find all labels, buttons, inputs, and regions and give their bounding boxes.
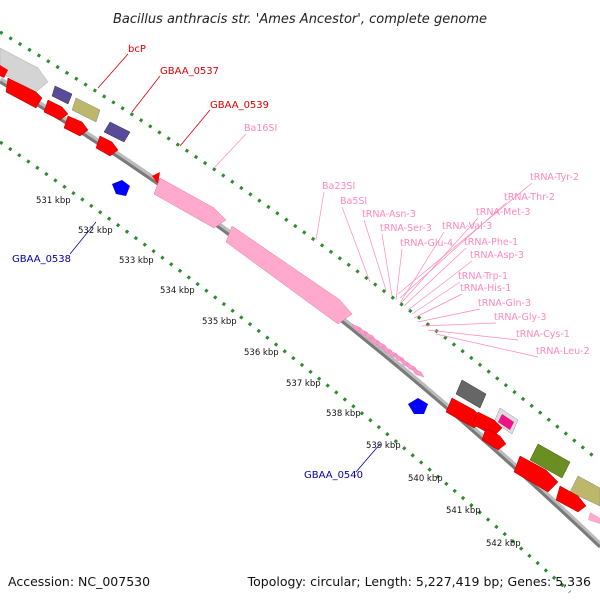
gene-red-feature[interactable] bbox=[5, 77, 43, 109]
rna-leader-line bbox=[381, 233, 393, 297]
red-gene-labels: bcP GBAA_0537 GBAA_0539 bbox=[97, 44, 269, 147]
rna-label: Ba16SI bbox=[244, 123, 277, 134]
rna-leader-line bbox=[397, 182, 533, 295]
rna-leader-line bbox=[363, 219, 387, 291]
accession-text: Accession: NC_007530 bbox=[8, 574, 150, 589]
rna-labels: Ba16SI Ba23SI Ba5SI tRNA-Asn-3 tRNA-Ser-3 tRN… bbox=[213, 123, 590, 358]
rna-label: tRNA-Thr-2 bbox=[504, 192, 555, 203]
gene-olive-feature[interactable] bbox=[569, 475, 600, 507]
gene-red-feature[interactable] bbox=[0, 65, 8, 78]
rna-leader-line bbox=[411, 281, 461, 315]
label-gbaa-0539: GBAA_0539 bbox=[210, 100, 269, 111]
rna-label: tRNA-Leu-2 bbox=[536, 346, 590, 357]
blue-gene-labels: GBAA_0538 GBAA_0540 bbox=[12, 221, 381, 481]
map-title: Bacillus anthracis str. 'Ames Ancestor',… bbox=[113, 12, 487, 27]
scale-label: 531 kbp bbox=[36, 196, 71, 206]
trna-cluster bbox=[351, 323, 425, 378]
gene-grey-feature[interactable] bbox=[0, 47, 49, 93]
rna-leader-line bbox=[435, 333, 539, 358]
rna-leader-line bbox=[403, 247, 467, 307]
gene-magenta-feature[interactable] bbox=[498, 414, 514, 430]
rna-label: tRNA-Val-3 bbox=[442, 221, 492, 232]
rna-label: tRNA-Tyr-2 bbox=[530, 172, 579, 183]
rna-label: tRNA-His-1 bbox=[460, 283, 511, 294]
rna-leader-line bbox=[395, 248, 403, 301]
gene-red-feature[interactable] bbox=[152, 172, 160, 184]
scale-label: 540 kbp bbox=[408, 474, 443, 484]
gene-red-feature[interactable] bbox=[555, 485, 587, 513]
gene-darkgrey-feature[interactable] bbox=[455, 379, 487, 409]
gene-red-feature[interactable] bbox=[513, 455, 559, 493]
rna-leader-line bbox=[427, 329, 519, 341]
rrna-16s-feature[interactable] bbox=[153, 177, 227, 229]
trna-feature[interactable] bbox=[411, 367, 425, 378]
rna-leader-line bbox=[213, 133, 247, 169]
scale-label: 533 kbp bbox=[119, 256, 154, 266]
genome-summary-text: Topology: circular; Length: 5,227,419 bp… bbox=[247, 574, 591, 589]
gene-red-feature[interactable] bbox=[63, 115, 89, 137]
scale-label: 538 kbp bbox=[326, 409, 361, 419]
label-gbaa-0537: GBAA_0537 bbox=[160, 66, 219, 77]
rna-leader-line bbox=[341, 206, 371, 283]
gene-purple-feature[interactable] bbox=[103, 121, 131, 143]
rrna-23s-feature[interactable] bbox=[225, 225, 353, 325]
scale-label: 537 kbp bbox=[286, 379, 321, 389]
scale-label: 539 kbp bbox=[366, 441, 401, 451]
scale-label: 534 kbp bbox=[160, 286, 195, 296]
rna-label: tRNA-Trp-1 bbox=[458, 271, 508, 282]
rna-label: tRNA-Cys-1 bbox=[516, 329, 570, 340]
rna-leader-line bbox=[399, 202, 507, 299]
rna-leader-line bbox=[315, 191, 325, 241]
rna-label: tRNA-Ser-3 bbox=[380, 223, 432, 234]
rna-label: tRNA-Phe-1 bbox=[464, 237, 518, 248]
label-bcp: bcP bbox=[128, 44, 146, 55]
rna-leader-line bbox=[421, 322, 497, 327]
gene-olive-feature[interactable] bbox=[71, 97, 101, 123]
scale-label: 541 kbp bbox=[446, 506, 481, 516]
gene-red-feature[interactable] bbox=[95, 135, 119, 157]
rna-label: Ba5SI bbox=[340, 196, 367, 207]
rna-leader-line bbox=[401, 217, 479, 303]
gene-red-feature[interactable] bbox=[481, 427, 507, 451]
rna-label: tRNA-Gln-3 bbox=[478, 298, 531, 309]
label-gbaa-0538: GBAA_0538 bbox=[12, 254, 71, 265]
rna-label: tRNA-Met-3 bbox=[476, 207, 530, 218]
rna-label: tRNA-Glu-4 bbox=[400, 238, 453, 249]
gene-blue-feature[interactable] bbox=[112, 180, 130, 196]
gene-cluster-right bbox=[445, 379, 600, 524]
rna-leader-line bbox=[413, 293, 463, 319]
rna-leader-line bbox=[407, 260, 473, 311]
gene-cluster-left bbox=[0, 47, 160, 184]
gene-green-feature[interactable] bbox=[529, 443, 571, 479]
scale-label: 535 kbp bbox=[202, 317, 237, 327]
rna-label: Ba23SI bbox=[322, 181, 355, 192]
rna-leader-line bbox=[417, 308, 481, 323]
scale-label: 536 kbp bbox=[244, 348, 279, 358]
gene-pink-feature[interactable] bbox=[588, 512, 600, 524]
rna-label: tRNA-Gly-3 bbox=[494, 312, 546, 323]
label-gbaa-0540: GBAA_0540 bbox=[304, 470, 363, 481]
rna-label: tRNA-Asp-3 bbox=[470, 250, 524, 261]
outer-tick-ring bbox=[0, 30, 600, 462]
gene-purple-feature[interactable] bbox=[51, 85, 73, 105]
gene-red-feature[interactable] bbox=[43, 99, 69, 121]
inner-tick-ring bbox=[0, 140, 572, 594]
rna-label: tRNA-Asn-3 bbox=[362, 209, 416, 220]
gene-red-feature[interactable] bbox=[471, 411, 503, 437]
scale-label: 532 kbp bbox=[78, 226, 113, 236]
gene-blue-feature[interactable] bbox=[408, 398, 428, 414]
scale-labels: 531 kbp 532 kbp 533 kbp 534 kbp 535 kbp 536 k… bbox=[36, 196, 521, 549]
scale-label: 542 kbp bbox=[486, 539, 521, 549]
